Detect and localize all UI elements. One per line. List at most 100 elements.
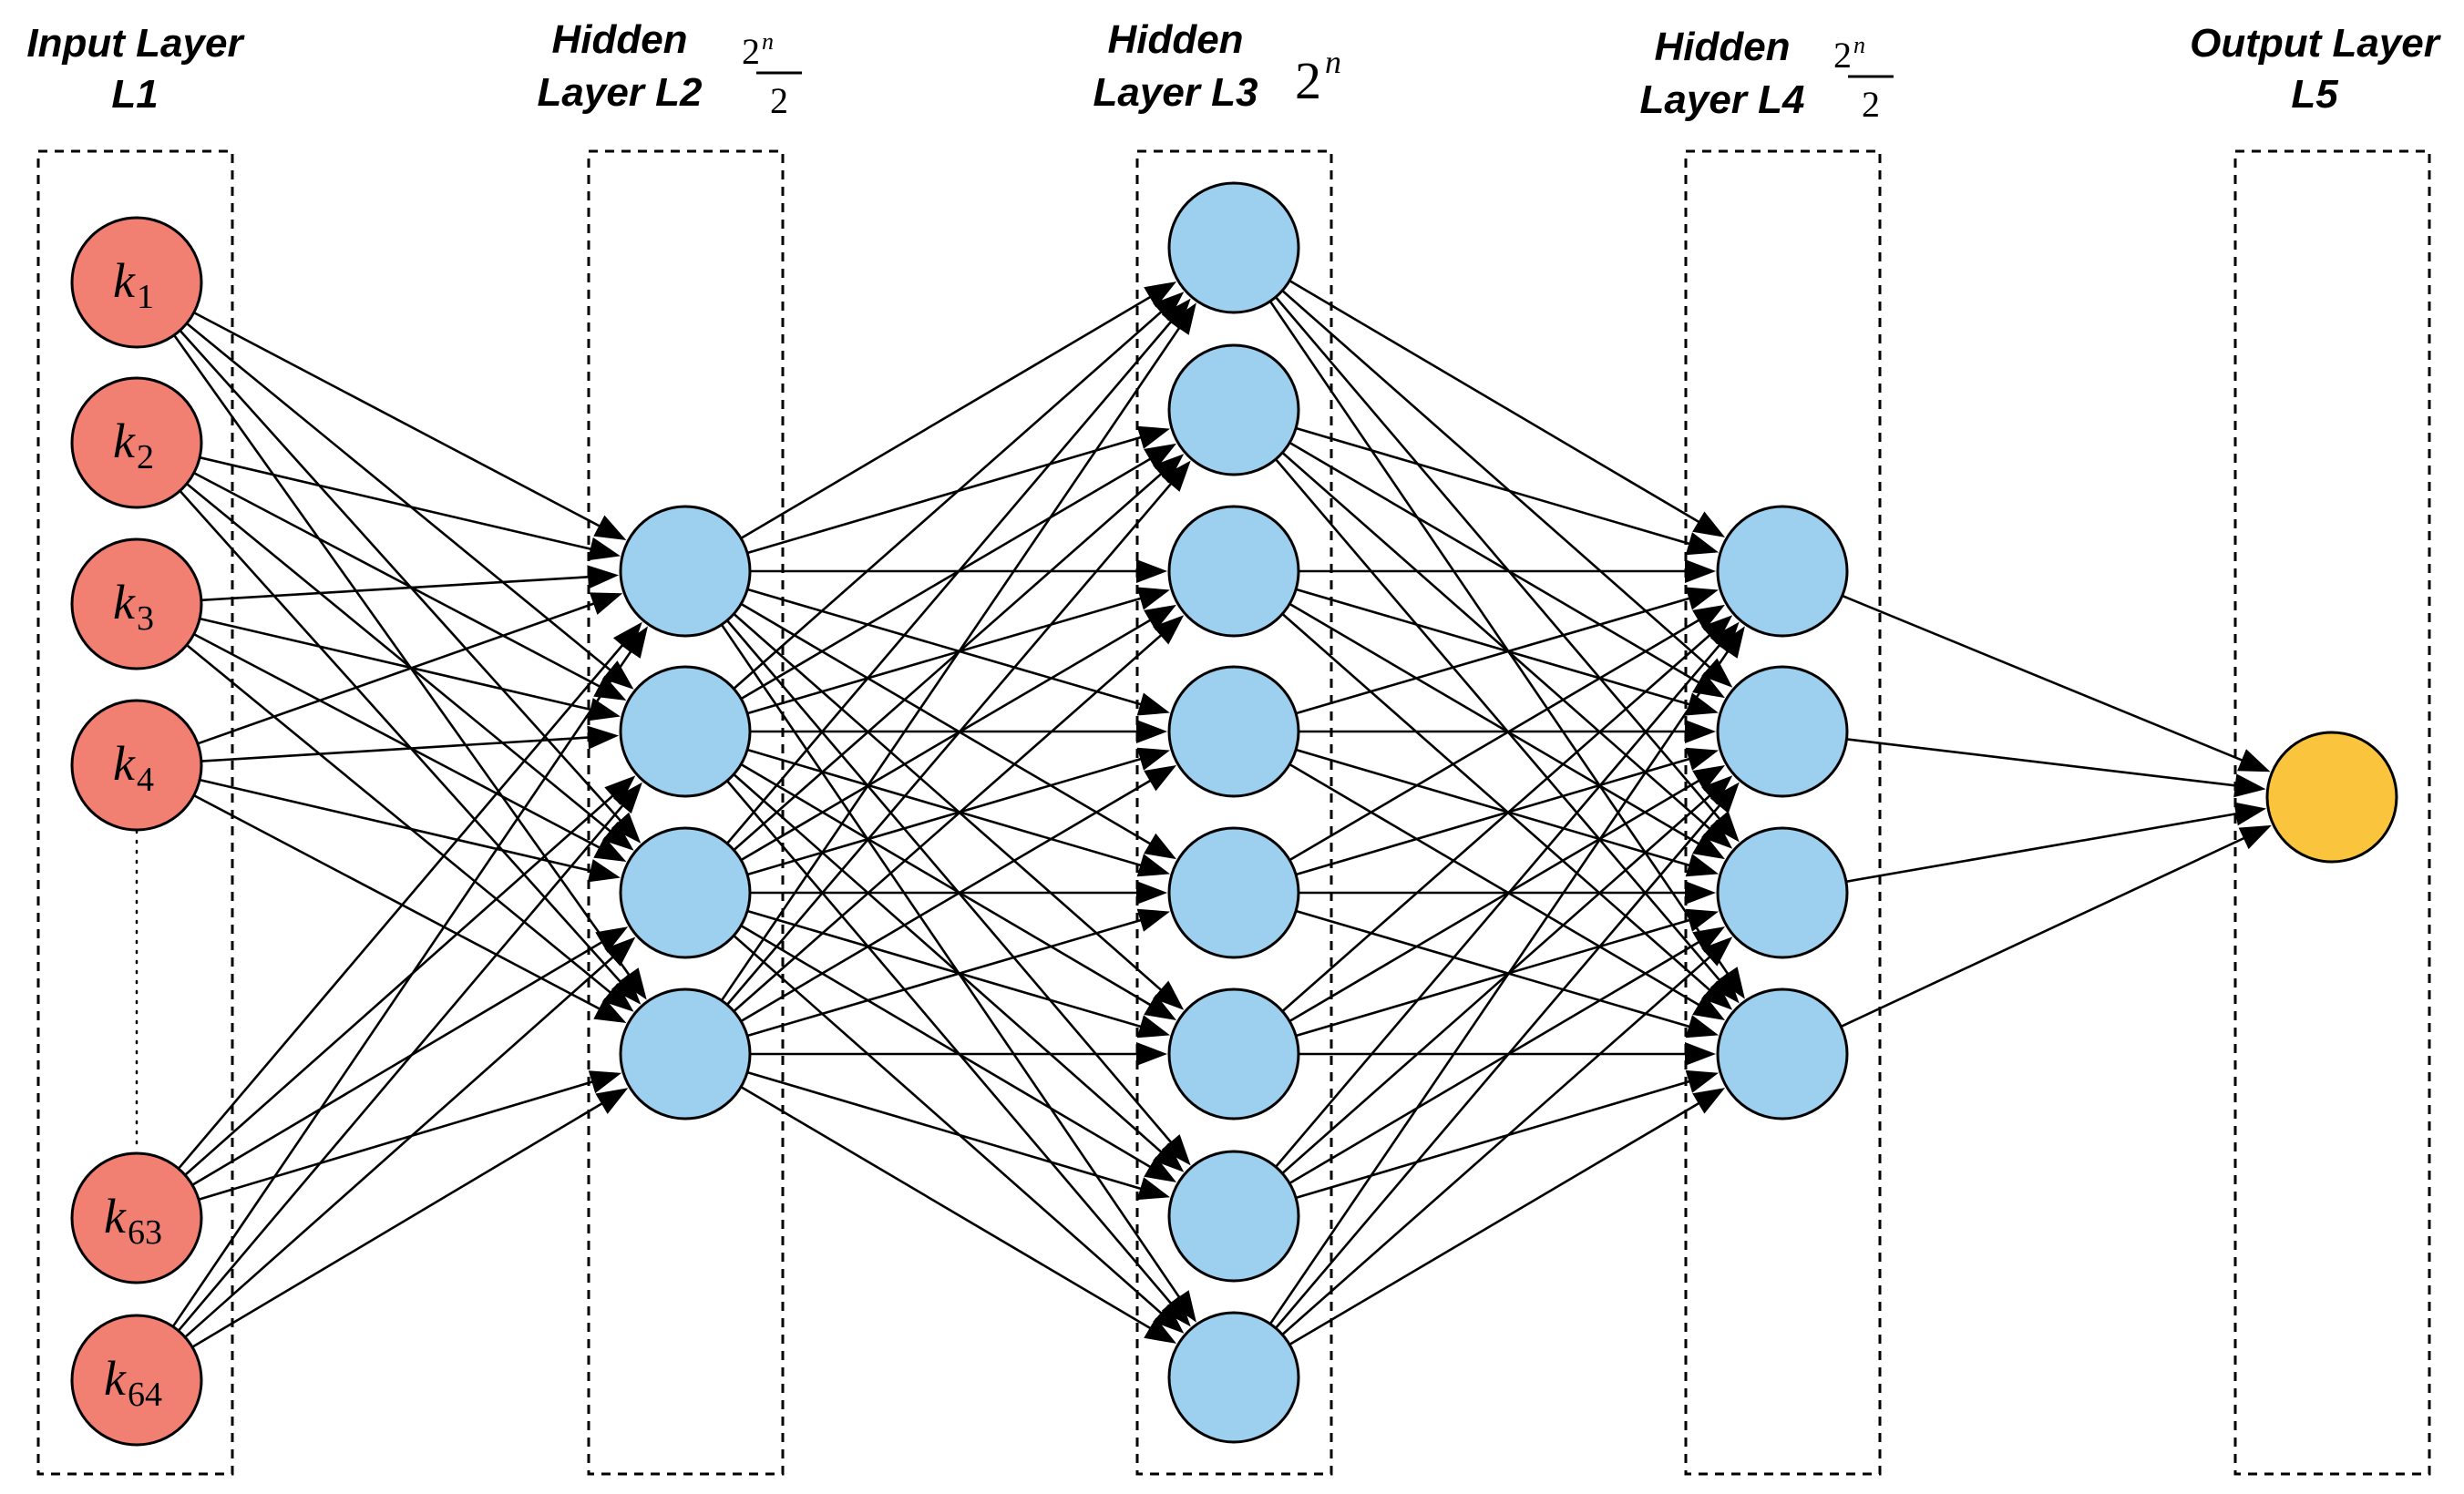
neuron-l3-7 bbox=[1167, 1150, 1300, 1283]
arrowhead-l2-3-to-l3-5 bbox=[1136, 881, 1167, 905]
connection-l2-1-to-l3-1 bbox=[740, 289, 1164, 540]
arrowhead-l2-4-to-l3-3 bbox=[1153, 615, 1185, 645]
connections bbox=[171, 279, 2272, 1348]
arrowhead-l3-2-to-l4-3 bbox=[1701, 819, 1733, 849]
l5-title-line2: L5 bbox=[2291, 72, 2338, 117]
neuron-l1-3 bbox=[70, 537, 203, 670]
arrowhead-l1-3-to-l2-4 bbox=[602, 983, 634, 1012]
arrowhead-l1-1-to-l2-4 bbox=[619, 967, 647, 1000]
neuron-l2-4 bbox=[619, 987, 752, 1120]
arrowhead-l2-3-to-l3-1 bbox=[1161, 298, 1191, 330]
connection-l3-2-to-l4-4 bbox=[1275, 458, 1730, 992]
arrowhead-l3-2-to-l4-4 bbox=[1709, 972, 1740, 1004]
connection-l1-3-to-l2-2 bbox=[199, 617, 605, 714]
connection-l1-6-to-l2-2 bbox=[177, 793, 633, 1332]
neuron-l3-8 bbox=[1167, 1311, 1300, 1444]
connection-l3-1-to-l4-4 bbox=[1268, 300, 1737, 987]
neuron-l1-6 bbox=[70, 1314, 203, 1447]
neuron-l1-2 bbox=[70, 376, 203, 509]
neuron-l4-1 bbox=[1716, 505, 1849, 638]
arrowhead-l2-4-to-l3-7 bbox=[1136, 1177, 1170, 1201]
connection-l2-2-to-l3-8 bbox=[726, 780, 1182, 1315]
connection-l3-2-to-l4-2 bbox=[1288, 441, 1712, 691]
arrowhead-l3-7-to-l4-1 bbox=[1709, 621, 1740, 653]
connection-l2-3-to-l3-7 bbox=[740, 924, 1164, 1175]
l4-title-line2: Layer L4 bbox=[1640, 77, 1805, 122]
arrowhead-l3-1-to-l4-1 bbox=[1692, 511, 1726, 537]
arrowhead-l1-4-to-l2-1 bbox=[589, 592, 623, 615]
connection-l2-2-to-l3-2 bbox=[740, 450, 1164, 701]
arrowhead-l4-4-to-l5-1 bbox=[2238, 824, 2272, 850]
connection-l3-6-to-l4-1 bbox=[1281, 625, 1721, 1013]
connection-l3-8-to-l4-4 bbox=[1288, 1095, 1712, 1346]
connection-l3-4-to-l4-1 bbox=[1295, 593, 1704, 715]
l3-title-line1: Hidden bbox=[1107, 17, 1243, 62]
connection-l3-2-to-l4-1 bbox=[1295, 426, 1704, 549]
neuron-l4-4 bbox=[1716, 987, 1849, 1120]
arrowhead-l2-2-to-l3-5 bbox=[1136, 854, 1170, 877]
arrowhead-l3-8-to-l4-4 bbox=[1692, 1088, 1726, 1114]
arrowhead-l2-1-to-l3-7 bbox=[1161, 1134, 1191, 1166]
connection-l3-8-to-l4-2 bbox=[1275, 793, 1730, 1329]
input-node-subscript: 63 bbox=[128, 1213, 162, 1252]
arrowhead-l2-2-to-l3-2 bbox=[1144, 443, 1176, 470]
l2-size-formula: 2 n 2 bbox=[742, 28, 802, 121]
connection-l4-1-to-l5-1 bbox=[1842, 594, 2256, 767]
l4-formula-base: 2 bbox=[1833, 35, 1852, 76]
connection-l2-3-to-l3-2 bbox=[733, 464, 1173, 852]
input-node-label: k2 bbox=[113, 414, 154, 476]
arrowhead-l3-3-to-l4-2 bbox=[1685, 692, 1719, 716]
arrowhead-l2-2-to-l3-7 bbox=[1153, 1142, 1185, 1172]
connection-l3-5-to-l4-2 bbox=[1295, 753, 1704, 876]
arrowhead-l2-4-to-l3-5 bbox=[1136, 908, 1170, 932]
connection-l1-3-to-l2-1 bbox=[200, 575, 603, 602]
arrowhead-l2-4-to-l3-6 bbox=[1136, 1042, 1167, 1066]
connection-l1-6-to-l2-4 bbox=[191, 1095, 615, 1348]
arrowhead-l2-1-to-l3-3 bbox=[1136, 559, 1167, 583]
neuron-l5-1 bbox=[2265, 731, 2398, 864]
l2-title-line2: Layer L2 bbox=[538, 70, 703, 115]
connection-l2-1-to-l3-4 bbox=[746, 588, 1155, 710]
arrowhead-l1-2-to-l2-3 bbox=[602, 822, 634, 851]
arrowhead-l1-1-to-l2-1 bbox=[593, 515, 627, 540]
arrowhead-l2-4-to-l3-1 bbox=[1169, 302, 1196, 335]
connection-l1-2-to-l2-4 bbox=[179, 489, 631, 994]
connection-l1-3-to-l2-3 bbox=[193, 632, 613, 855]
connection-l3-8-to-l4-1 bbox=[1268, 639, 1737, 1325]
connection-l1-2-to-l2-3 bbox=[186, 482, 622, 842]
connection-l2-4-to-l3-4 bbox=[740, 772, 1164, 1023]
l1-title-line1: Input Layer bbox=[26, 21, 245, 66]
arrowhead-l3-5-to-l4-2 bbox=[1685, 747, 1719, 771]
input-node-subscript: 1 bbox=[137, 278, 154, 316]
arrowhead-l2-2-to-l3-1 bbox=[1153, 292, 1185, 322]
layer-frame-l2 bbox=[587, 149, 785, 1476]
l2-formula-exp: n bbox=[762, 28, 774, 55]
arrowhead-l2-1-to-l3-4 bbox=[1136, 692, 1170, 716]
arrowhead-l2-1-to-l3-5 bbox=[1144, 833, 1176, 860]
neuron-l3-1 bbox=[1167, 181, 1300, 314]
arrowhead-l3-1-to-l4-3 bbox=[1709, 811, 1740, 843]
arrowhead-l2-3-to-l3-4 bbox=[1136, 747, 1170, 771]
connection-l3-2-to-l4-3 bbox=[1281, 451, 1721, 839]
arrowhead-l2-2-to-l3-8 bbox=[1161, 1295, 1191, 1327]
connection-l3-7-to-l4-2 bbox=[1281, 785, 1721, 1174]
arrowhead-l3-8-to-l4-2 bbox=[1709, 782, 1740, 814]
connection-l2-1-to-l3-5 bbox=[740, 602, 1164, 853]
arrowhead-l3-6-to-l4-4 bbox=[1685, 1042, 1716, 1066]
arrowhead-l1-2-to-l2-4 bbox=[611, 973, 642, 1005]
connection-l3-6-to-l4-3 bbox=[1295, 915, 1704, 1038]
neuron-l1-5 bbox=[70, 1151, 203, 1284]
arrowhead-l1-4-to-l2-3 bbox=[587, 859, 621, 883]
connection-l3-8-to-l4-3 bbox=[1281, 947, 1721, 1335]
arrowhead-l2-3-to-l3-6 bbox=[1136, 1015, 1170, 1039]
arrowhead-l3-5-to-l4-3 bbox=[1685, 881, 1716, 905]
arrowhead-l1-3-to-l2-3 bbox=[593, 836, 627, 862]
neuron-l1-1 bbox=[70, 216, 203, 349]
connection-l3-5-to-l4-4 bbox=[1295, 909, 1704, 1032]
connection-l2-4-to-l3-1 bbox=[720, 315, 1188, 1002]
arrowhead-l3-4-to-l4-4 bbox=[1692, 994, 1726, 1020]
neuron-l3-2 bbox=[1167, 343, 1300, 476]
connection-l2-2-to-l3-7 bbox=[733, 773, 1173, 1162]
